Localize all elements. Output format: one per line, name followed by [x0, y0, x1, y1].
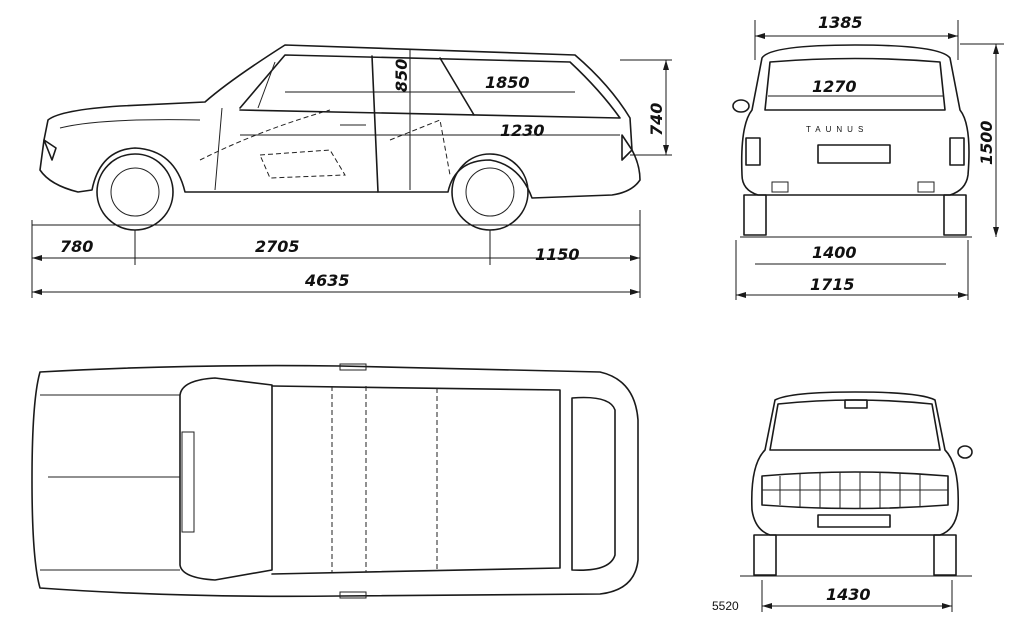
sheet-number: 5520 — [712, 599, 739, 613]
arrow — [942, 603, 952, 609]
side-body-outline — [39, 44, 641, 199]
a-pillar — [257, 61, 276, 109]
rear-reflector-right — [917, 181, 935, 193]
cowl-vent — [181, 431, 195, 533]
arrow — [993, 227, 999, 237]
dim-window-width: 1270 — [812, 77, 857, 96]
top-body-outline — [31, 364, 639, 598]
rear-hubcap — [465, 167, 515, 217]
dim-door-height: 850 — [392, 59, 411, 92]
rear-window-top — [571, 396, 616, 572]
dim-front-overhang: 780 — [60, 237, 93, 256]
license-plate-recess — [817, 144, 891, 164]
top-view — [31, 363, 639, 599]
dim-beltline-length: 1230 — [500, 121, 545, 140]
windshield-front — [769, 399, 941, 451]
side-head-light — [43, 139, 57, 161]
dim-front-track: 1430 — [826, 585, 871, 604]
arrow — [736, 292, 746, 298]
side-view: 780 2705 1150 4635 1850 1230 850 740 — [31, 44, 672, 298]
rear-view: TAUNUS 1385 1270 1400 1715 1500 — [732, 13, 1004, 300]
c-pillar — [439, 57, 475, 116]
front-mirror — [957, 445, 973, 459]
arrow — [762, 603, 772, 609]
arrow — [663, 60, 669, 70]
rear-reflector-left — [771, 181, 789, 193]
rear-mirror — [732, 99, 750, 113]
rear-view-mirror — [844, 399, 868, 409]
dim-tailgate-height: 740 — [647, 103, 666, 136]
dim-wheelbase: 2705 — [255, 237, 300, 256]
arrow — [663, 145, 669, 155]
front-door-edge — [214, 107, 223, 191]
rear-wheel — [451, 153, 529, 231]
dim-roof-length: 1850 — [485, 73, 530, 92]
b-pillar — [371, 55, 379, 193]
arrow — [755, 33, 765, 39]
arrow — [958, 292, 968, 298]
arrow — [630, 255, 640, 261]
mirror-top-right — [339, 591, 367, 599]
front-fender-line — [59, 119, 201, 129]
dim-rear-track: 1400 — [812, 243, 857, 262]
dim-rear-overhang: 1150 — [535, 245, 580, 264]
side-tail-light — [621, 134, 633, 161]
mirror-top-left — [339, 363, 367, 371]
arrow — [630, 289, 640, 295]
dim-overall-length: 4635 — [304, 271, 350, 290]
front-view: 1430 — [740, 391, 973, 612]
dim-height: 1500 — [977, 120, 996, 165]
arrow — [948, 33, 958, 39]
windscreen — [179, 377, 273, 581]
front-wheel — [96, 153, 174, 231]
side-window-line — [239, 54, 621, 119]
arrow — [993, 44, 999, 54]
arrow — [32, 289, 42, 295]
front-body-outline — [750, 391, 960, 536]
front-right-wheel — [933, 534, 957, 576]
rear-right-light — [949, 137, 965, 166]
rear-left-wheel — [743, 194, 767, 236]
dim-width: 1715 — [810, 275, 855, 294]
rear-seat-dashed — [389, 119, 451, 176]
seat-dashed — [259, 149, 346, 179]
rear-right-wheel — [943, 194, 967, 236]
front-hubcap — [110, 167, 160, 217]
front-grille — [761, 471, 949, 510]
rear-badge: TAUNUS — [806, 125, 868, 134]
front-left-wheel — [753, 534, 777, 576]
roof-panel — [271, 385, 561, 575]
dim-roof-width: 1385 — [818, 13, 863, 32]
rear-body-outline — [740, 44, 970, 196]
arrow — [32, 255, 42, 261]
front-plate — [817, 514, 891, 528]
rear-window — [764, 57, 946, 111]
door-dashed-line — [199, 109, 331, 161]
rear-left-light — [745, 137, 761, 166]
